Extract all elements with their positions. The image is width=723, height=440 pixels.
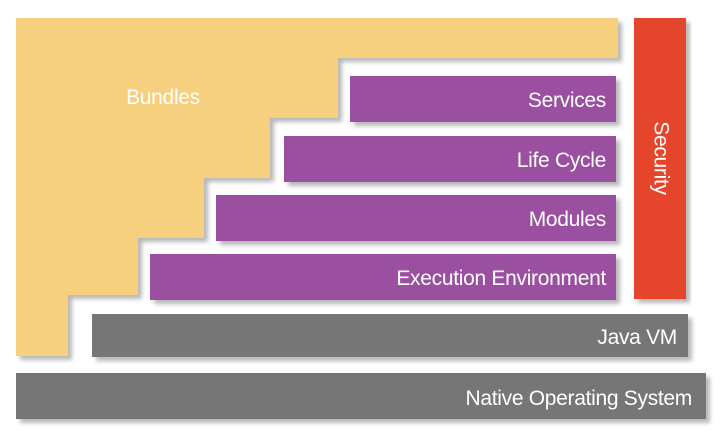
- layer-life-cycle-label: Life Cycle: [517, 149, 606, 172]
- layer-life-cycle: [284, 136, 616, 182]
- bundles-label: Bundles: [126, 86, 200, 109]
- java-vm-label: Java VM: [597, 326, 677, 349]
- layer-services: [350, 76, 616, 122]
- layer-modules: [216, 195, 616, 241]
- layer-services-label: Services: [528, 89, 606, 112]
- bundles-area: [16, 18, 618, 356]
- native-os-bar: [16, 373, 706, 419]
- security-bar: [634, 18, 686, 299]
- layer-execution-environment-label: Execution Environment: [396, 267, 606, 290]
- java-vm-bar: [92, 314, 688, 357]
- layer-modules-label: Modules: [529, 208, 606, 231]
- layer-execution-environment: [150, 254, 616, 300]
- native-os-label: Native Operating System: [465, 387, 692, 410]
- security-label: Security: [649, 121, 672, 195]
